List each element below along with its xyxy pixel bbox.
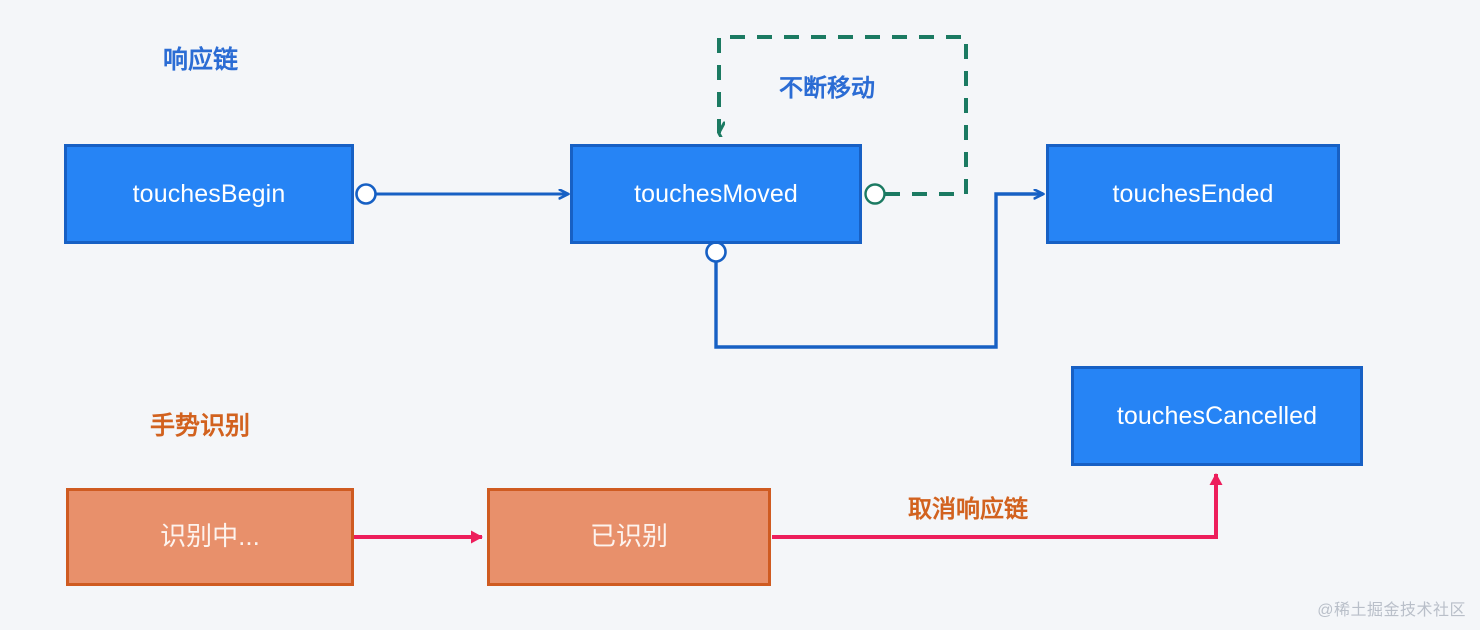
edge-moved-loop (717, 35, 968, 205)
section-label-responder-chain: 响应链 (163, 40, 238, 76)
edge-label-text: 取消响应链 (908, 496, 1028, 523)
section-label-text: 手势识别 (150, 412, 251, 440)
node-recognized[interactable]: 已识别 (487, 488, 771, 586)
watermark: @稀土掘金技术社区 (1317, 602, 1466, 619)
node-touches-ended[interactable]: touchesEnded (1046, 144, 1340, 244)
node-label: touchesBegin (132, 179, 286, 208)
node-label: 已识别 (589, 521, 668, 552)
edge-recognized-to-cancelled (772, 473, 1223, 539)
node-touches-moved[interactable]: touchesMoved (570, 144, 862, 244)
section-label-text: 响应链 (163, 46, 239, 74)
edge-label-cancel-responder-chain: 取消响应链 (908, 489, 1028, 524)
node-label: 识别中... (160, 521, 260, 552)
node-label: touchesMoved (634, 179, 798, 208)
section-label-gesture-recognition: 手势识别 (150, 406, 250, 442)
node-label: touchesEnded (1112, 179, 1274, 208)
node-touches-cancelled[interactable]: touchesCancelled (1071, 366, 1363, 466)
edge-began-to-moved (355, 183, 569, 205)
edge-label-continuous-move: 不断移动 (779, 68, 875, 103)
node-touches-began[interactable]: touchesBegin (64, 144, 354, 244)
node-recognizing[interactable]: 识别中... (66, 488, 354, 586)
edge-label-text: 不断移动 (779, 75, 875, 102)
node-label: touchesCancelled (1116, 401, 1318, 430)
